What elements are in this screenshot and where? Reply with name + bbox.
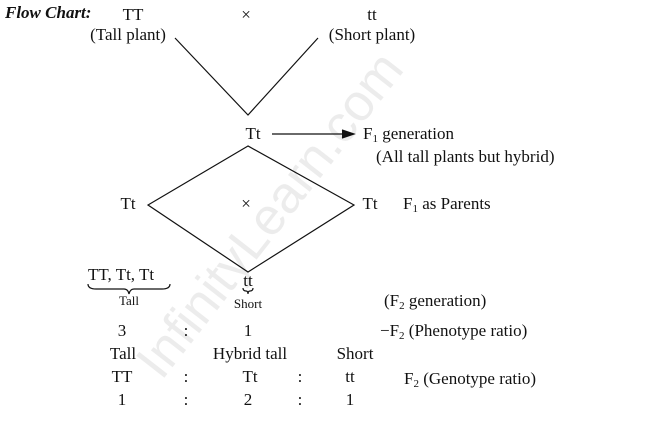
genotype-recessive: tt: [345, 367, 355, 386]
phenotype-short-count: 1: [243, 321, 253, 340]
genotype-ratio-dominant: 1: [117, 390, 127, 409]
f2-tall-label: Tall: [118, 293, 140, 308]
short-brace: [242, 287, 254, 295]
genotype-separator: :: [297, 367, 303, 386]
f2-short-group: tt: [243, 271, 253, 290]
genotype-header-hybrid: Hybrid tall: [212, 344, 288, 363]
parent-short-label: (Short plant): [328, 25, 416, 44]
genotype-ratio-separator: :: [183, 390, 189, 409]
genotype-tt-dominant: TT: [111, 367, 133, 386]
parent-tall-label: (Tall plant): [90, 25, 166, 44]
f1-arrow-head: [341, 129, 356, 139]
genotype-separator: :: [183, 367, 189, 386]
f1-parent-right: Tt: [362, 194, 378, 213]
genotype-ratio-recessive: 1: [345, 390, 355, 409]
f1-parent-left: Tt: [120, 194, 136, 213]
phenotype-separator: :: [183, 321, 189, 340]
f1-generation-label: F1 generation: [363, 124, 454, 145]
genotype-header-short: Short: [336, 344, 374, 363]
parent-cross-lines: [174, 37, 319, 116]
cross-symbol: ×: [241, 5, 251, 24]
tall-brace: [87, 283, 171, 295]
parent-tall-genotype: TT: [122, 5, 144, 24]
f1-cross-symbol: ×: [241, 194, 251, 213]
f1-parents-label: F1 as Parents: [403, 194, 491, 215]
genotype-ratio-separator: :: [297, 390, 303, 409]
genotype-hybrid: Tt: [242, 367, 258, 386]
diagram-title: Flow Chart:: [5, 3, 92, 22]
phenotype-tall-count: 3: [117, 321, 127, 340]
f1-note: (All tall plants but hybrid): [376, 147, 555, 166]
f2-short-label: Short: [233, 296, 263, 311]
f2-tall-group: TT, Tt, Tt: [88, 265, 155, 284]
genotype-ratio-label: F2 (Genotype ratio): [404, 369, 537, 390]
phenotype-ratio-label: −F2 (Phenotype ratio): [380, 321, 528, 342]
f2-generation-label: (F2 generation): [384, 291, 487, 312]
parent-short-genotype: tt: [367, 5, 377, 24]
genotype-header-tall: Tall: [109, 344, 137, 363]
genotype-ratio-hybrid: 2: [243, 390, 253, 409]
f1-genotype: Tt: [245, 124, 261, 143]
f1-diamond: [146, 145, 356, 273]
